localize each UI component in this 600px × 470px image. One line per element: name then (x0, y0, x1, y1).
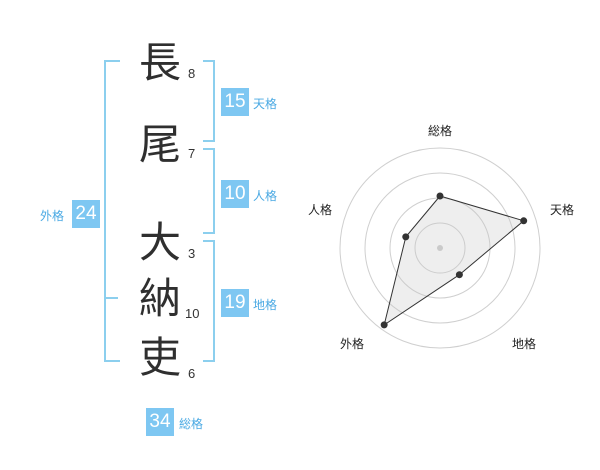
chikaku-score-badge: 19 (221, 289, 249, 317)
radar-label-soukaku: 総格 (427, 124, 452, 138)
tenkaku-label: 天格 (253, 97, 278, 111)
name-char-2: 尾 (138, 120, 181, 169)
gaikaku-score-badge: 24 (72, 200, 100, 228)
stroke-count-2: 7 (188, 146, 196, 161)
radar-ring (364, 172, 516, 324)
stroke-count-5: 6 (188, 366, 196, 381)
name-char-5: 吏 (138, 333, 181, 382)
radar-point-2 (520, 217, 528, 225)
stroke-count-3: 3 (188, 246, 196, 261)
chikaku-bracket (203, 240, 215, 362)
soukaku-score-badge: 34 (146, 408, 174, 436)
radar-point-3 (455, 271, 463, 279)
radar-label-tenkaku: 天格 (549, 203, 574, 217)
stroke-count-1: 8 (188, 66, 196, 81)
radar-ring (339, 147, 541, 349)
gaikaku-label: 外格 (40, 209, 65, 223)
soukaku-label: 総格 (179, 417, 204, 431)
gaikaku-bracket-split (104, 297, 118, 299)
tenkaku-score-badge: 15 (221, 88, 249, 116)
radar-point-4 (380, 321, 388, 329)
name-char-4: 納 (138, 274, 181, 323)
radar-ring (414, 222, 466, 274)
gaikaku-bracket (104, 60, 120, 362)
jinkaku-label: 人格 (253, 189, 278, 203)
jinkaku-bracket (203, 148, 215, 234)
radar-point-5 (402, 233, 410, 241)
name-char-1: 長 (138, 38, 181, 87)
name-char-3: 大 (138, 218, 181, 267)
radar-label-gaikaku: 外格 (339, 337, 364, 351)
chikaku-label: 地格 (253, 298, 278, 312)
radar-series-shape (383, 195, 525, 327)
tenkaku-bracket (203, 60, 215, 142)
stroke-count-4: 10 (185, 306, 200, 321)
radar-point-1 (436, 192, 444, 200)
radar-label-chikaku: 地格 (511, 337, 536, 351)
radar-label-jinkaku: 人格 (307, 203, 332, 217)
jinkaku-score-badge: 10 (221, 180, 249, 208)
radar-center (437, 245, 443, 251)
